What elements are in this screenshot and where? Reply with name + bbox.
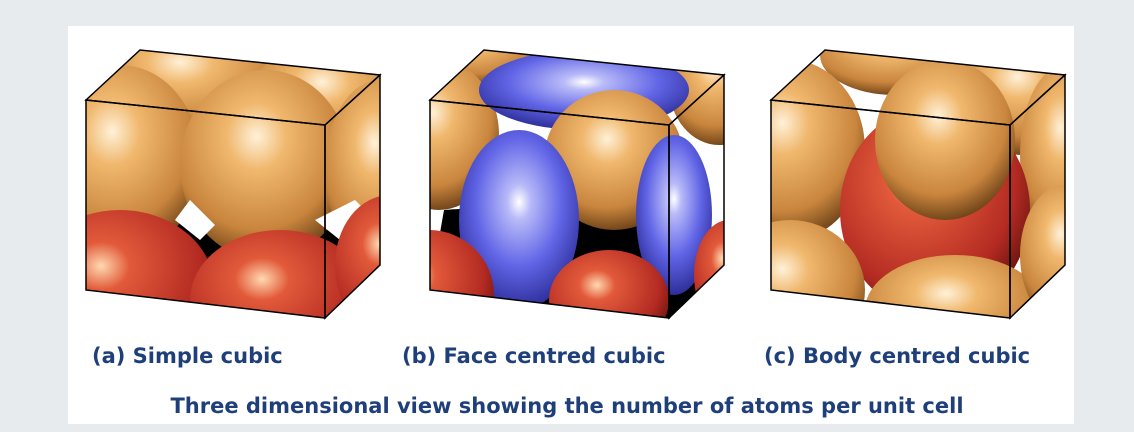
corner-atom: [865, 255, 1045, 318]
label-face-centred-cubic: (b) Face centred cubic: [402, 344, 666, 368]
label-simple-cubic: (a) Simple cubic: [92, 344, 283, 368]
corner-atom: [86, 65, 200, 255]
corner-atom: [875, 60, 1015, 220]
corner-atom: [86, 210, 215, 318]
corner-atom: [180, 70, 350, 260]
corner-atom: [549, 250, 669, 318]
figure-caption: Three dimensional view showing the numbe…: [170, 394, 964, 418]
corner-atom: [771, 60, 865, 240]
corner-atom: [771, 220, 865, 318]
label-body-centred-cubic: (c) Body centred cubic: [764, 344, 1031, 368]
simple-cubic-diagram: [80, 40, 420, 325]
corner-atom: [430, 230, 494, 318]
corner-atom: [694, 220, 724, 318]
face-atom: [636, 135, 712, 295]
face-atom: [459, 130, 579, 310]
face-centred-cubic-diagram: [424, 40, 764, 325]
body-centred-cubic-diagram: [765, 40, 1105, 325]
